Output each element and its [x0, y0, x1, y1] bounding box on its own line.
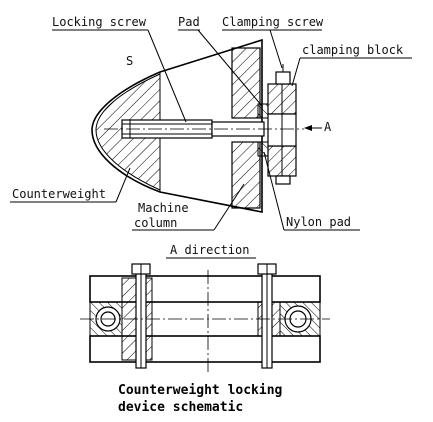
pad [257, 103, 269, 119]
section-view: A S Locking screw [10, 15, 412, 231]
machine-column-upper [231, 47, 261, 119]
label-pad: Pad [178, 15, 200, 29]
clamping-block [267, 83, 297, 177]
leader-lines [10, 29, 412, 231]
caption-line-1: Counterweight locking [118, 383, 282, 398]
label-locking-screw: Locking screw [52, 15, 147, 29]
nylon-pad [257, 141, 269, 157]
label-clamping-screw: Clamping screw [222, 15, 324, 29]
clamping-screw [275, 64, 291, 185]
counterweight-body [91, 38, 263, 213]
arrow-a: A [304, 120, 332, 134]
a-direction-view: A direction [80, 243, 330, 372]
label-machine: Machine [138, 201, 189, 215]
arrow-a-label: A [324, 120, 332, 134]
s-mark: S [126, 54, 133, 68]
label-nylon-pad: Nylon pad [286, 215, 351, 229]
label-a-direction: A direction [170, 243, 249, 257]
label-clamping-block: clamping block [302, 43, 404, 57]
label-counterweight: Counterweight [12, 187, 106, 201]
label-column: column [134, 216, 177, 230]
caption-line-2: device schematic [118, 400, 243, 415]
machine-column-lower [231, 141, 261, 209]
